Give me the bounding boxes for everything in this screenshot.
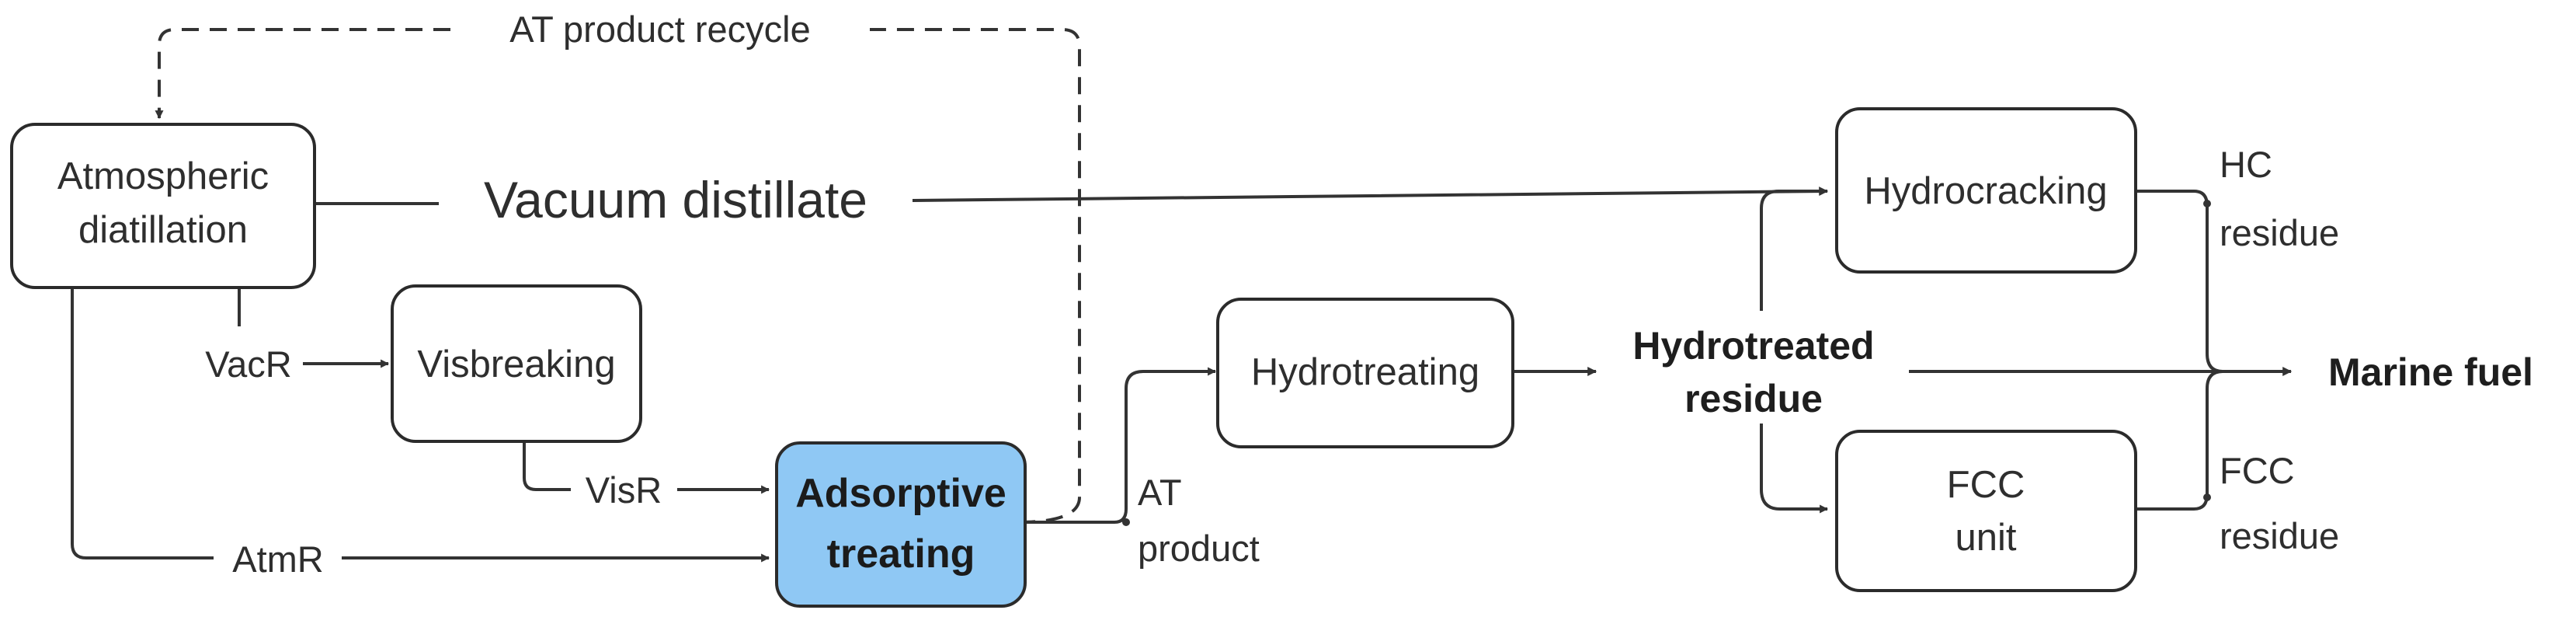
residue-to-fcc-edge (1760, 424, 1829, 514)
visr-label: VisR (586, 469, 662, 511)
atmr-label: AtmR (232, 539, 324, 580)
node-hydrotreating: Hydrotreating (1216, 298, 1514, 448)
visbreaking-label: Visbreaking (417, 343, 615, 385)
visr-edge (523, 443, 769, 490)
adsorptive-label-line2: treating (827, 532, 975, 577)
marine-fuel-label: Marine fuel (2328, 350, 2533, 394)
hydrotreated-residue-line2: residue (1684, 377, 1823, 420)
hc-residue-label-line2: residue (2220, 212, 2339, 253)
at-product-edge (1024, 367, 1217, 524)
fcc-residue-junction (2203, 493, 2211, 501)
vacuum-distillate-edge (315, 191, 1827, 205)
fcc-residue-label-line2: residue (2220, 515, 2339, 556)
fcc-residue-edge (2136, 370, 2223, 511)
node-fcc-unit: FCC unit (1835, 430, 2137, 592)
recycle-label: AT product recycle (509, 9, 810, 50)
hydrocracking-label: Hydrocracking (1864, 170, 2107, 212)
recycle-edge (159, 28, 1081, 524)
vacr-label: VacR (205, 343, 291, 385)
vacuum-distillate-label: Vacuum distillate (484, 171, 867, 228)
atmospheric-label-line1: Atmospheric (57, 155, 269, 197)
node-marine-fuel: Marine fuel (2328, 350, 2533, 394)
atmospheric-label-line2: diatillation (78, 209, 248, 251)
adsorptive-label-line1: Adsorptive (795, 471, 1006, 516)
at-product-junction (1122, 518, 1130, 526)
fcc-label-line1: FCC (1947, 464, 2025, 506)
node-hydrotreated-residue: Hydrotreated residue (1632, 324, 1874, 420)
hc-residue-edge (2136, 190, 2223, 373)
hc-residue-junction (2203, 200, 2211, 207)
hydrotreated-residue-line1: Hydrotreated (1632, 324, 1874, 368)
residue-to-hc-edge (1760, 190, 1827, 311)
atmr-edge (71, 288, 769, 558)
at-product-label-line1: AT (1138, 472, 1182, 513)
hc-residue-label-line1: HC (2220, 144, 2272, 185)
node-hydrocracking: Hydrocracking (1835, 107, 2137, 274)
at-product-label-line2: product (1138, 528, 1260, 569)
node-adsorptive-treating: Adsorptive treating (775, 441, 1027, 608)
node-visbreaking: Visbreaking (391, 284, 642, 443)
fcc-label-line2: unit (1955, 517, 2016, 559)
vacr-edge (238, 288, 388, 364)
fcc-residue-label-line1: FCC (2220, 450, 2295, 491)
hydrotreating-label: Hydrotreating (1251, 351, 1479, 393)
node-atmospheric-distillation: Atmospheric diatillation (10, 123, 316, 289)
